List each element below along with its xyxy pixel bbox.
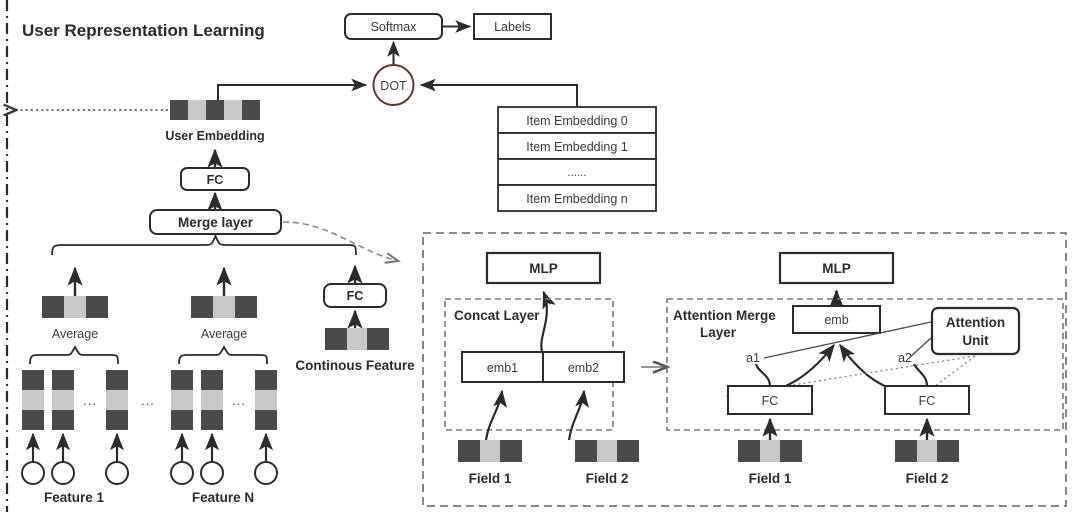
attention-unit-label-line2: Unit — [962, 333, 989, 348]
arrow-user-embedding-to-dot — [217, 78, 368, 105]
average-label-1: Average — [52, 327, 98, 341]
attention-fc-node-2: FC — [884, 385, 970, 415]
emb-label: emb — [824, 313, 848, 327]
page-title: User Representation Learning — [22, 21, 265, 40]
attention-mlp-node: MLP — [778, 251, 895, 285]
softmax-node: Softmax — [344, 13, 443, 40]
average-label-2: Average — [201, 327, 247, 341]
fc-node-continuous: FC — [323, 283, 387, 308]
feature-label-1: Feature 1 — [44, 490, 105, 505]
item-embedding-row-ellipsis: ...... — [567, 167, 586, 179]
a2-label: a2 — [898, 351, 912, 365]
continuous-feature-bar — [325, 328, 389, 350]
feature1-brace — [29, 345, 119, 365]
feature-group-ellipsis: ... — [141, 393, 155, 408]
merge-layer-node: Merge layer — [149, 209, 282, 235]
concat-field2-label: Field 2 — [586, 471, 629, 486]
arrow-merge-to-detail-panel — [282, 221, 398, 261]
attention-unit-label-line1: Attention — [946, 315, 1005, 330]
emb1-label: emb1 — [487, 361, 518, 375]
curve-fc1-to-a1 — [754, 363, 772, 387]
concat-layer-label: Concat Layer — [454, 308, 540, 323]
arrow-field2-to-emb2 — [567, 389, 590, 441]
continuous-feature-label: Continous Feature — [295, 358, 415, 373]
featureN-input-nodes — [170, 461, 278, 485]
detail-panel-container — [422, 232, 1067, 507]
concat-mlp-node: MLP — [485, 251, 602, 285]
labels-node: Labels — [473, 13, 552, 40]
fc-label-continuous: FC — [347, 289, 364, 303]
attention-fc-node-1: FC — [727, 385, 813, 415]
item-embedding-row-n: Item Embedding n — [526, 192, 627, 206]
attention-mlp-label: MLP — [822, 261, 851, 276]
curve-fc2-to-a2 — [913, 363, 929, 387]
concat-emb-row: emb1 emb2 — [461, 351, 625, 383]
softmax-label: Softmax — [371, 20, 418, 34]
attention-unit-node: Attention Unit — [930, 306, 1021, 356]
a1-label: a1 — [746, 351, 760, 365]
arrow-item-embedding-to-dot — [419, 78, 578, 107]
fc-node-main: FC — [180, 167, 250, 191]
dot-node: DOT — [372, 64, 415, 106]
feature1-input-nodes — [21, 461, 129, 485]
attention-merge-layer-container — [666, 298, 1064, 431]
dot-label: DOT — [380, 79, 407, 93]
featureN-embedding-columns — [171, 370, 277, 430]
merge-layer-label: Merge layer — [178, 215, 254, 230]
attention-layer-label-line2: Layer — [700, 325, 737, 340]
arrow-field1-to-emb1 — [484, 389, 508, 441]
item-embedding-row-0: Item Embedding 0 — [526, 114, 627, 128]
attention-field2-label: Field 2 — [906, 471, 949, 486]
featureN-brace — [178, 345, 268, 365]
attention-layer-label-line1: Attention Merge — [673, 308, 776, 323]
attention-unit-weight-lines — [763, 321, 932, 359]
attention-fc-label-2: FC — [919, 394, 936, 408]
attention-field2-bar — [895, 440, 959, 462]
concat-field2-bar — [575, 440, 639, 462]
fc-label-main: FC — [207, 173, 224, 187]
concat-mlp-label: MLP — [529, 261, 558, 276]
merge-input-brace — [51, 233, 357, 256]
arrow-concat-to-mlp — [540, 290, 556, 356]
labels-label: Labels — [494, 20, 531, 34]
user-embedding-label: User Embedding — [165, 129, 264, 143]
attention-emb-node: emb — [792, 305, 881, 334]
feature-label-n: Feature N — [192, 490, 254, 505]
feature1-input-arrows — [25, 432, 125, 462]
attention-field1-bar — [738, 440, 802, 462]
attention-unit-input-lines — [723, 355, 976, 397]
concat-field1-bar — [458, 440, 522, 462]
item-embedding-table: Item Embedding 0 Item Embedding 1 ......… — [497, 106, 657, 212]
feature1-inner-ellipsis: ... — [83, 393, 97, 408]
concat-field1-label: Field 1 — [469, 471, 512, 486]
item-embedding-row-1: Item Embedding 1 — [526, 140, 627, 154]
emb2-label: emb2 — [568, 361, 599, 375]
attention-fc-label-1: FC — [762, 394, 779, 408]
featureN-inner-ellipsis: ... — [232, 393, 246, 408]
featureN-input-arrows — [174, 432, 274, 462]
average-bar-2 — [191, 296, 257, 318]
user-embedding-bar — [170, 100, 260, 120]
average-bar-1 — [42, 296, 108, 318]
attention-field1-label: Field 1 — [749, 471, 792, 486]
feature1-embedding-columns — [22, 370, 128, 430]
